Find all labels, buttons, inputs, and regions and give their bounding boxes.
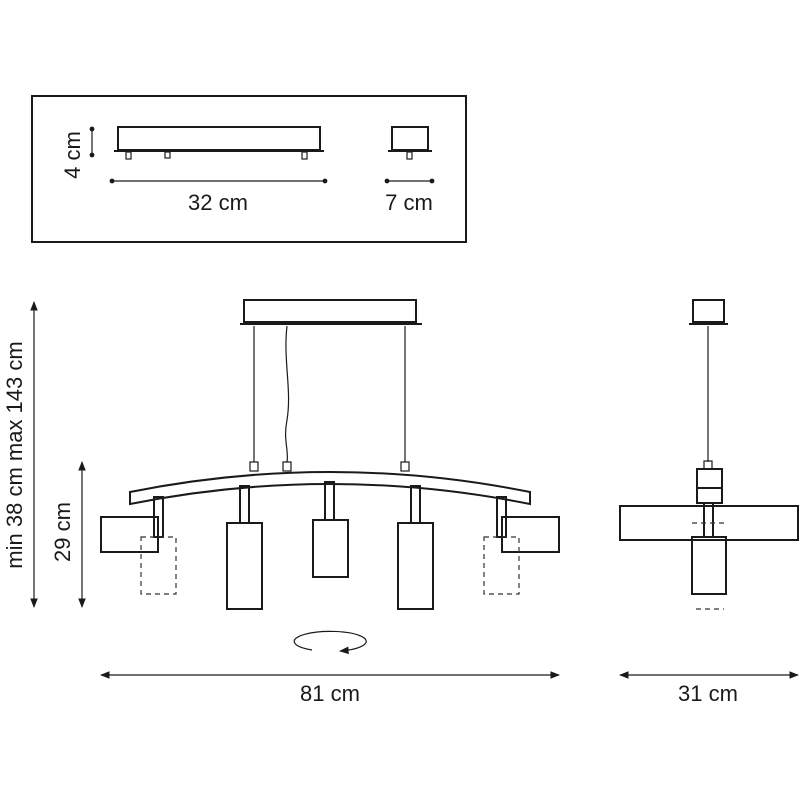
front-width-label: 81 cm xyxy=(300,681,360,706)
spotlight-left xyxy=(100,516,159,553)
side-width-label: 31 cm xyxy=(678,681,738,706)
spotlight-right-alt-position xyxy=(483,536,520,595)
inset-width-label: 7 cm xyxy=(385,190,433,215)
canopy xyxy=(243,299,417,323)
canopy-top-view xyxy=(117,126,321,151)
height-range-label: min 38 cm max 143 cm xyxy=(2,341,27,568)
inset-frame xyxy=(31,95,467,243)
front-view: min 38 cm max 143 cm 29 cm 81 cm xyxy=(2,299,560,706)
inset-height-label: 4 cm xyxy=(60,131,85,179)
spotlight-right xyxy=(501,516,560,553)
inset-length-label: 32 cm xyxy=(188,190,248,215)
bar-mount xyxy=(696,468,723,504)
body-height-label: 29 cm xyxy=(50,502,75,562)
canopy-side xyxy=(692,299,725,323)
canopy-inset: 4 cm 32 cm 7 cm xyxy=(31,95,467,243)
spotlight-pendant xyxy=(226,522,263,610)
spotlight-pendant-side xyxy=(691,536,727,595)
spotlight-left-alt-position xyxy=(140,536,177,595)
power-cord xyxy=(284,325,290,463)
rotation-icon xyxy=(293,630,367,655)
spotlight-pendant xyxy=(397,522,434,610)
canopy-side-view xyxy=(391,126,429,151)
curved-bar xyxy=(129,471,531,506)
spotlight-center xyxy=(312,519,349,578)
side-view: 31 cm xyxy=(619,299,799,706)
spotlight-side xyxy=(619,505,799,541)
